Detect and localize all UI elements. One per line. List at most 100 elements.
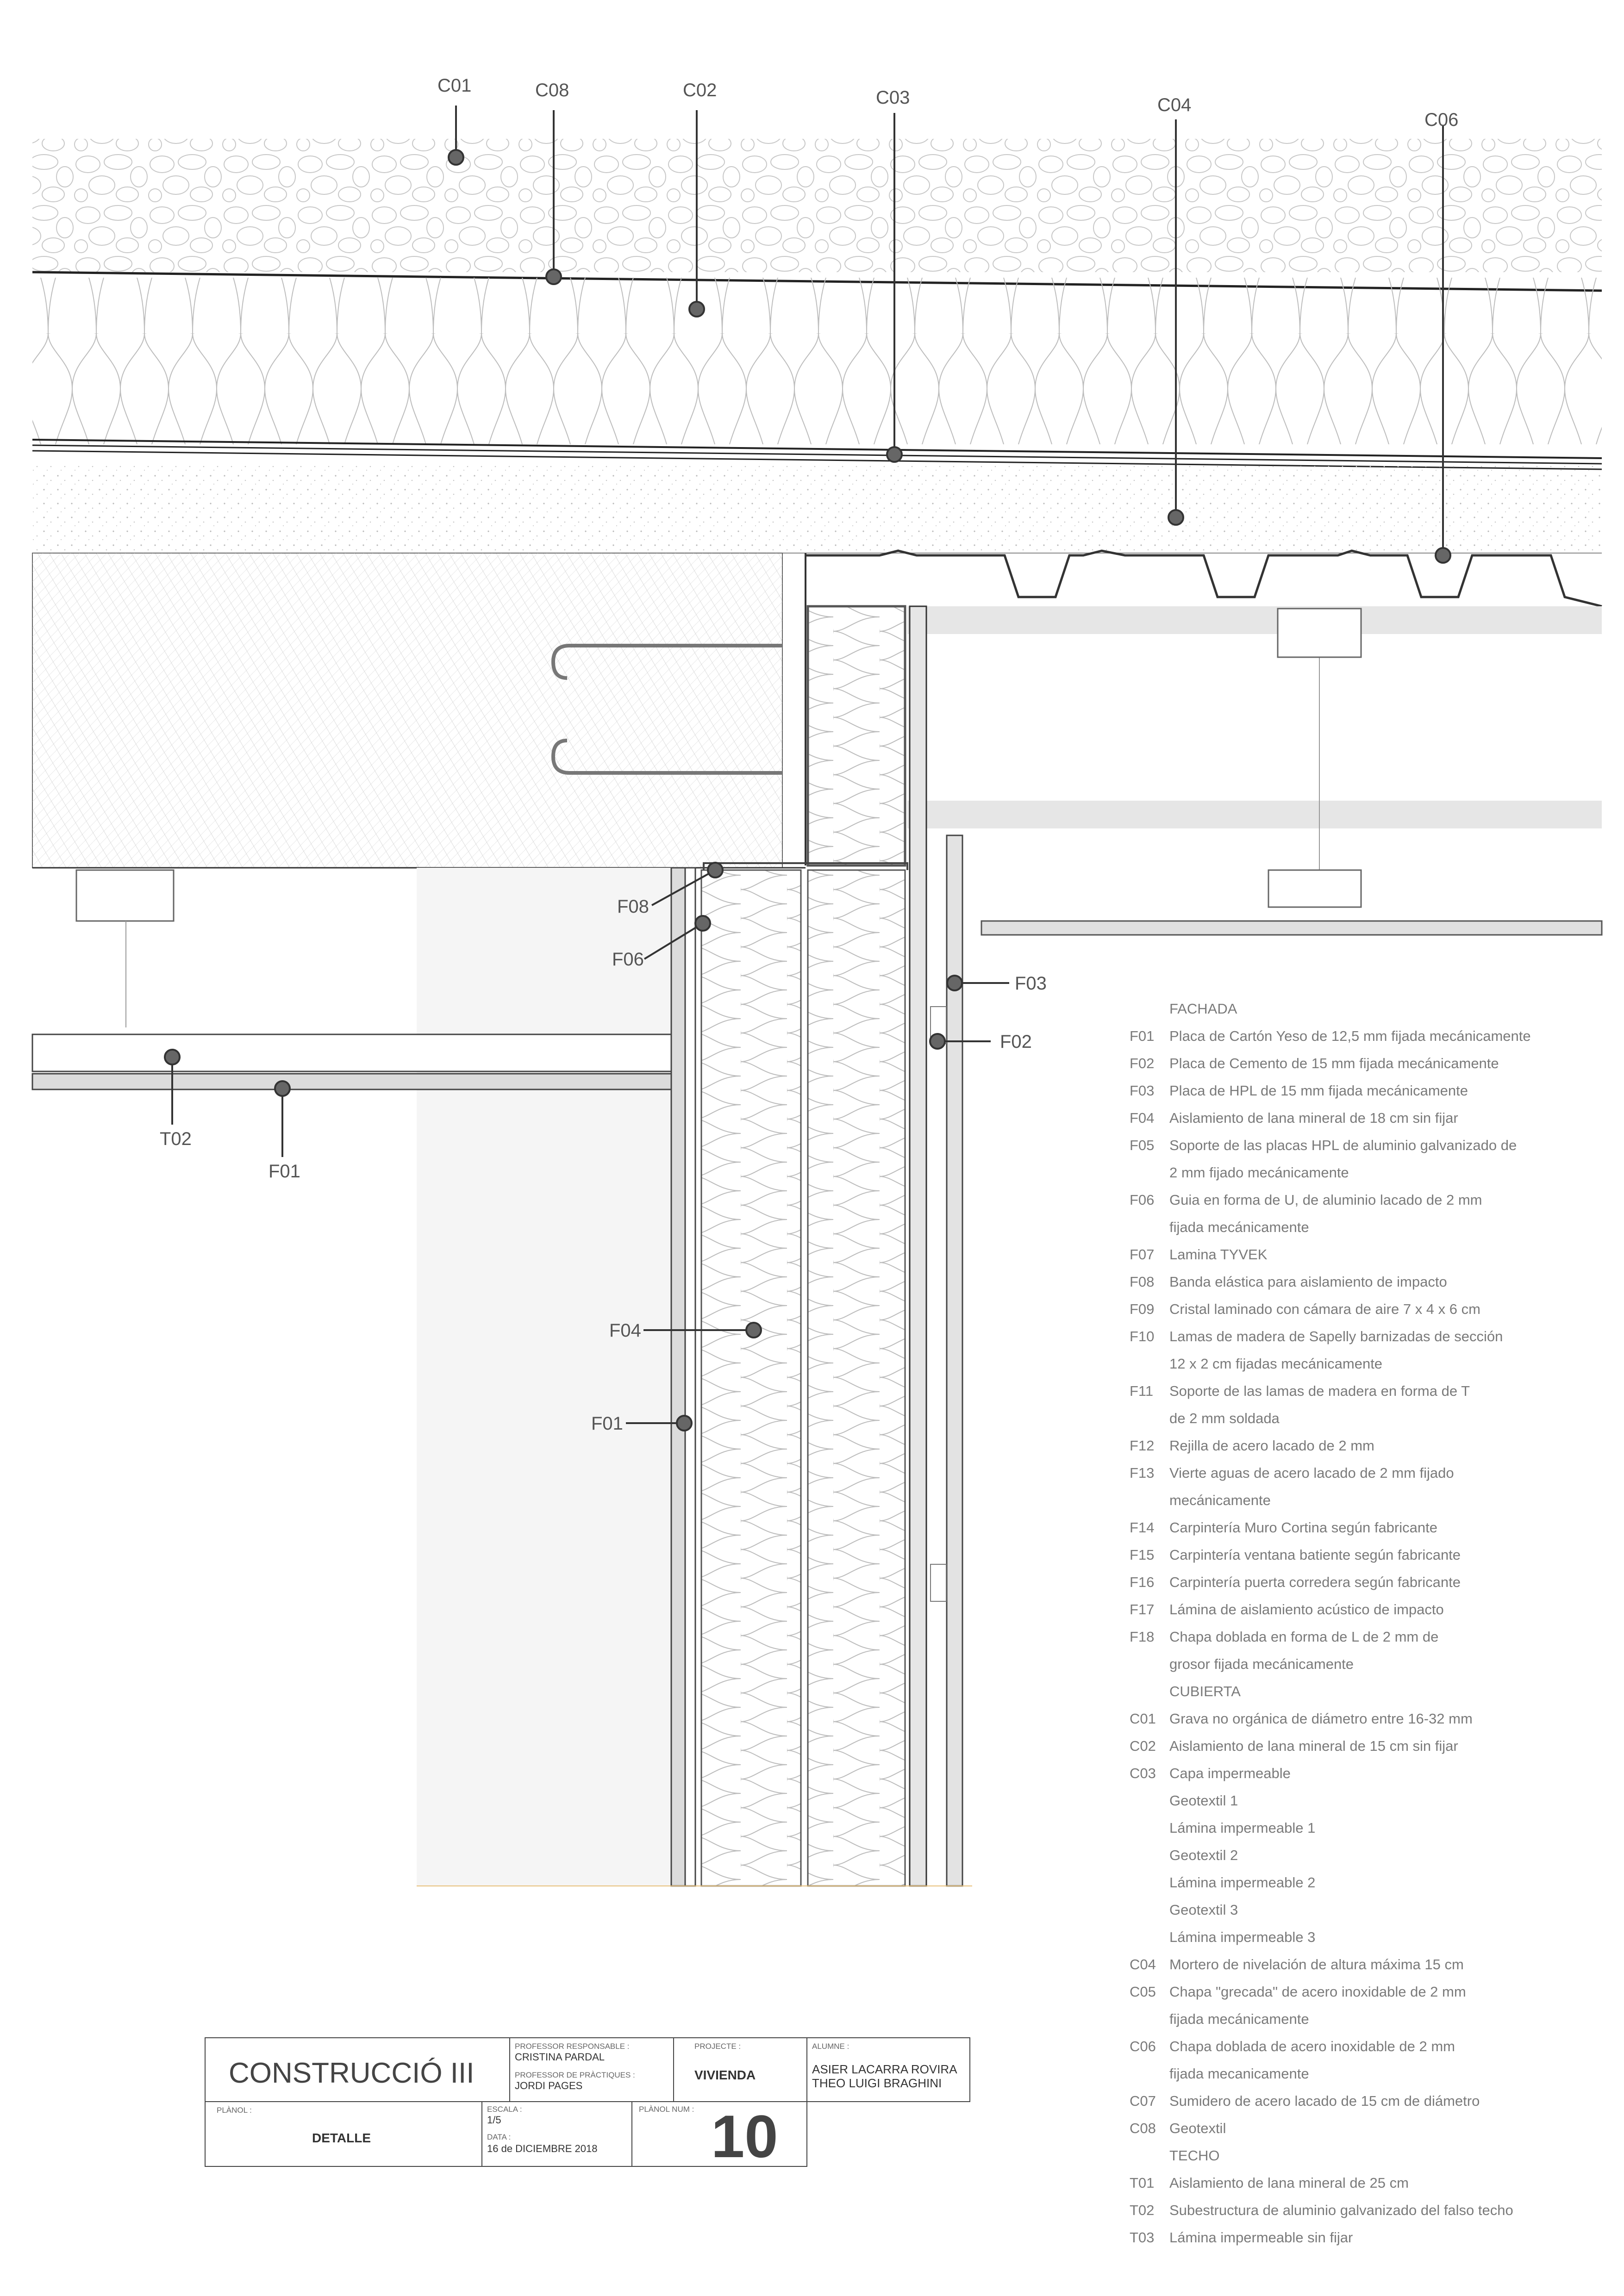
legend-item-text: Cristal laminado con cámara de aire 7 x … <box>1169 1301 1480 1317</box>
legend-item: Geotextil 2 <box>1130 1842 1606 1869</box>
legend-item-code: F10 <box>1130 1328 1155 1344</box>
legend-item-code: F17 <box>1130 1601 1155 1618</box>
legend-item-text: Banda elástica para aislamiento de impac… <box>1169 1274 1447 1290</box>
legend-item-code: T01 <box>1130 2175 1155 2191</box>
legend-item-text: Lamas de madera de Sapelly barnizadas de… <box>1169 1328 1503 1344</box>
roof-insulation <box>32 278 1602 444</box>
tb-date-label: DATA : <box>487 2133 511 2141</box>
tb-plan: DETALLE <box>312 2131 371 2145</box>
callout-c01: C01 <box>437 75 471 96</box>
legend-item-code: F08 <box>1130 1274 1155 1290</box>
gypsum-board <box>670 867 686 1887</box>
legend-item-text: Carpintería ventana batiente según fabri… <box>1169 1547 1461 1563</box>
legend-item-text: Chapa doblada de acero inoxidable de 2 m… <box>1169 2038 1455 2054</box>
legend-item-text: Lámina impermeable 1 <box>1169 1820 1316 1836</box>
legend-item-text: Placa de Cartón Yeso de 12,5 mm fijada m… <box>1169 1028 1531 1044</box>
legend-item: de 2 mm soldada <box>1130 1405 1606 1432</box>
legend-section-title: TECHO <box>1130 2142 1606 2169</box>
legend-item-code <box>1130 1896 1169 1923</box>
legend-item-text: Placa de Cemento de 15 mm fijada mecánic… <box>1169 1055 1499 1071</box>
legend-section-label: FACHADA <box>1169 1001 1237 1017</box>
tb-student-2: THEO LUIGI BRAGHINI <box>812 2076 942 2090</box>
legend-item-code: F04 <box>1130 1110 1155 1126</box>
top-profile <box>703 862 908 870</box>
legend-item-code: F13 <box>1130 1465 1155 1481</box>
legend-item: 2 mm fijado mecánicamente <box>1130 1159 1606 1186</box>
legend-item: C04 Mortero de nivelación de altura máxim… <box>1130 1951 1606 1978</box>
tb-scale-label: ESCALA : <box>487 2105 522 2114</box>
callout-f03: F03 <box>1015 973 1047 994</box>
tb-professor-cell: PROFESSOR RESPONSABLE : CRISTINA PARDAL … <box>509 2037 674 2102</box>
tb-student-1: ASIER LACARRA ROVIRA <box>812 2062 957 2076</box>
facade-insulation-1 <box>700 869 802 1887</box>
false-ceiling-left <box>31 1073 672 1090</box>
tb-professor-label: PROFESSOR RESPONSABLE : <box>515 2042 630 2051</box>
interior-wall-zone <box>417 868 676 1886</box>
legend-item-text: Carpintería puerta corredera según fabri… <box>1169 1574 1461 1590</box>
callout-c04: C04 <box>1157 95 1191 115</box>
legend-item: F10 Lamas de madera de Sapelly barnizadas… <box>1130 1323 1606 1350</box>
legend-item-code <box>1130 2060 1169 2087</box>
legend-item-text: Chapa "grecada" de acero inoxidable de 2… <box>1169 1984 1466 2000</box>
legend-item-code <box>1130 1159 1169 1186</box>
upper-insulation <box>806 605 906 867</box>
legend-section-label: CUBIERTA <box>1169 1683 1241 1699</box>
tb-plan-num: 10 <box>711 2103 778 2170</box>
legend-item-text: Rejilla de acero lacado de 2 mm <box>1169 1437 1374 1454</box>
tb-project-cell: PROJECTE : VIVIENDA <box>673 2037 807 2102</box>
legend-item-text: Carpintería Muro Cortina según fabricant… <box>1169 1519 1437 1536</box>
legend-item-code <box>1130 1650 1169 1678</box>
legend-item-text: 2 mm fijado mecánicamente <box>1169 1164 1349 1181</box>
legend-item-text: Lámina impermeable 2 <box>1169 1874 1316 1891</box>
legend-item-text: Mortero de nivelación de altura máxima 1… <box>1169 1956 1464 1972</box>
rebar-hook <box>551 644 782 680</box>
legend-item-code <box>1130 1787 1169 1814</box>
legend-item-code: F14 <box>1130 1519 1155 1536</box>
legend-item-code: C04 <box>1130 1956 1156 1972</box>
legend-item-text: Geotextil 2 <box>1169 1847 1238 1863</box>
callout-c08: C08 <box>535 80 569 100</box>
callout-c06: C06 <box>1424 110 1458 130</box>
tb-students-label: ALUMNE : <box>812 2042 849 2051</box>
callout-c03: C03 <box>876 87 910 108</box>
legend-item-code <box>1130 2005 1169 2033</box>
legend-item: F08 Banda elástica para aislamiento de im… <box>1130 1268 1606 1295</box>
callout-f01: F01 <box>591 1413 623 1434</box>
legend-item-code: F06 <box>1130 1192 1155 1208</box>
ceiling-band-top <box>907 606 1602 634</box>
legend-code-spacer <box>1130 2142 1169 2169</box>
legend-item-code: F01 <box>1130 1028 1155 1044</box>
legend-item-text: Geotextil 3 <box>1169 1902 1238 1918</box>
tb-plan-label: PLÀNOL : <box>217 2106 252 2115</box>
legend-section-label: TECHO <box>1169 2147 1220 2164</box>
tb-project: VIVIENDA <box>694 2068 756 2082</box>
membrane-line-2 <box>32 444 1602 465</box>
legend-item-code <box>1130 1405 1169 1432</box>
legend-item: mecánicamente <box>1130 1487 1606 1514</box>
tb-course: CONSTRUCCIÓ III <box>229 2057 475 2089</box>
legend-item-text: Guia en forma de U, de aluminio lacado d… <box>1169 1192 1482 1208</box>
u-guide <box>684 867 696 1887</box>
hanger-clip-1 <box>1277 608 1362 658</box>
legend-item-text: fijada mecánicamente <box>1169 2011 1309 2027</box>
false-ceiling-right <box>981 920 1603 936</box>
legend-item: fijada mecánicamente <box>1130 2005 1606 2033</box>
legend-item-text: Soporte de las lamas de madera en forma … <box>1169 1383 1470 1399</box>
legend-item-text: Grava no orgánica de diámetro entre 16-3… <box>1169 1711 1473 1727</box>
legend-item-text: Lámina impermeable sin fijar <box>1169 2229 1353 2246</box>
